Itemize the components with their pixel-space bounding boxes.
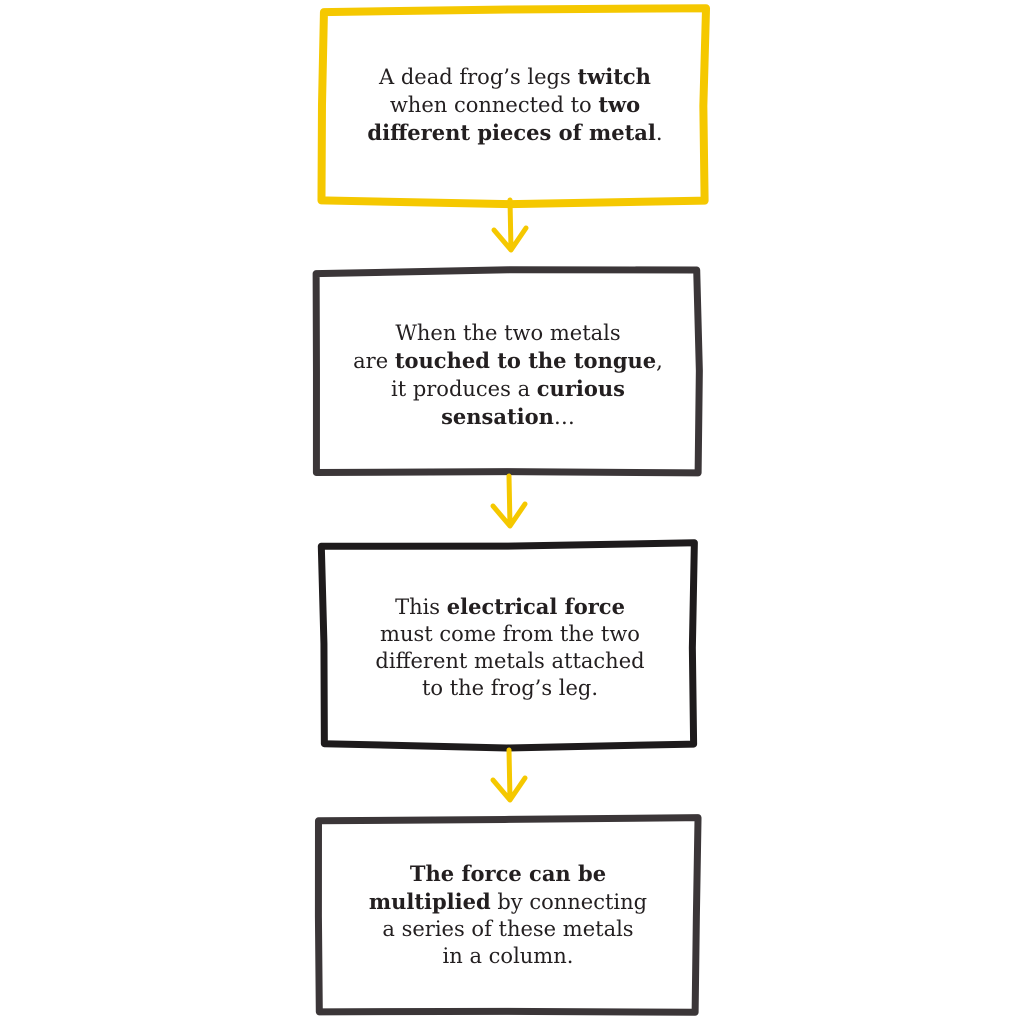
body-text: a series of these metals	[382, 917, 634, 941]
body-text: A dead frog’s legs	[379, 65, 578, 89]
emphasis-text: The force can be	[409, 861, 607, 886]
emphasis-text: different pieces of metal	[367, 120, 656, 145]
box-2-line-1: When the two metals	[353, 320, 663, 347]
box-1-line-1: A dead frog’s legs twitch	[367, 63, 662, 91]
body-text: different metals attached	[375, 648, 645, 673]
body-text: it produces a	[391, 376, 537, 401]
box-3-line-3: different metals attached	[375, 648, 644, 675]
body-text: in a column.	[442, 944, 574, 968]
box-1-line-2: when connected to two	[367, 91, 662, 119]
box-3-line-2: must come from the two	[375, 621, 644, 648]
box-2-line-2: are touched to the tongue,	[353, 347, 663, 375]
emphasis-text: two	[598, 92, 641, 117]
emphasis-text: curious	[536, 375, 625, 401]
body-text: when connected to	[389, 93, 599, 117]
body-text: When the two metals	[395, 320, 621, 345]
box-3-line-1: This electrical force	[375, 593, 644, 621]
box-4-line-4: in a column.	[369, 943, 647, 970]
body-text: must come from the two	[380, 621, 640, 646]
box-4-line-2: multiplied by connecting	[369, 888, 647, 916]
emphasis-text: electrical force	[446, 593, 625, 619]
emphasis-text: touched to the tongue	[394, 347, 657, 373]
body-text: This	[395, 594, 447, 619]
body-text: …	[553, 404, 575, 429]
body-text: are	[353, 348, 395, 373]
box-2-line-3: it produces a curious	[353, 375, 663, 403]
body-text: by connecting	[490, 890, 648, 914]
box-1-line-3: different pieces of metal.	[367, 119, 662, 147]
body-text: to the frog’s leg.	[421, 675, 599, 700]
body-text: .	[655, 121, 663, 145]
box-2-line-4: sensation…	[353, 403, 663, 431]
box-3-line-4: to the frog’s leg.	[375, 675, 644, 702]
body-text: ,	[656, 348, 663, 373]
box-4-line-3: a series of these metals	[369, 916, 647, 943]
box-4-line-1: The force can be	[369, 860, 647, 888]
emphasis-text: sensation	[441, 403, 554, 429]
emphasis-text: twitch	[577, 64, 651, 89]
emphasis-text: multiplied	[368, 889, 491, 914]
